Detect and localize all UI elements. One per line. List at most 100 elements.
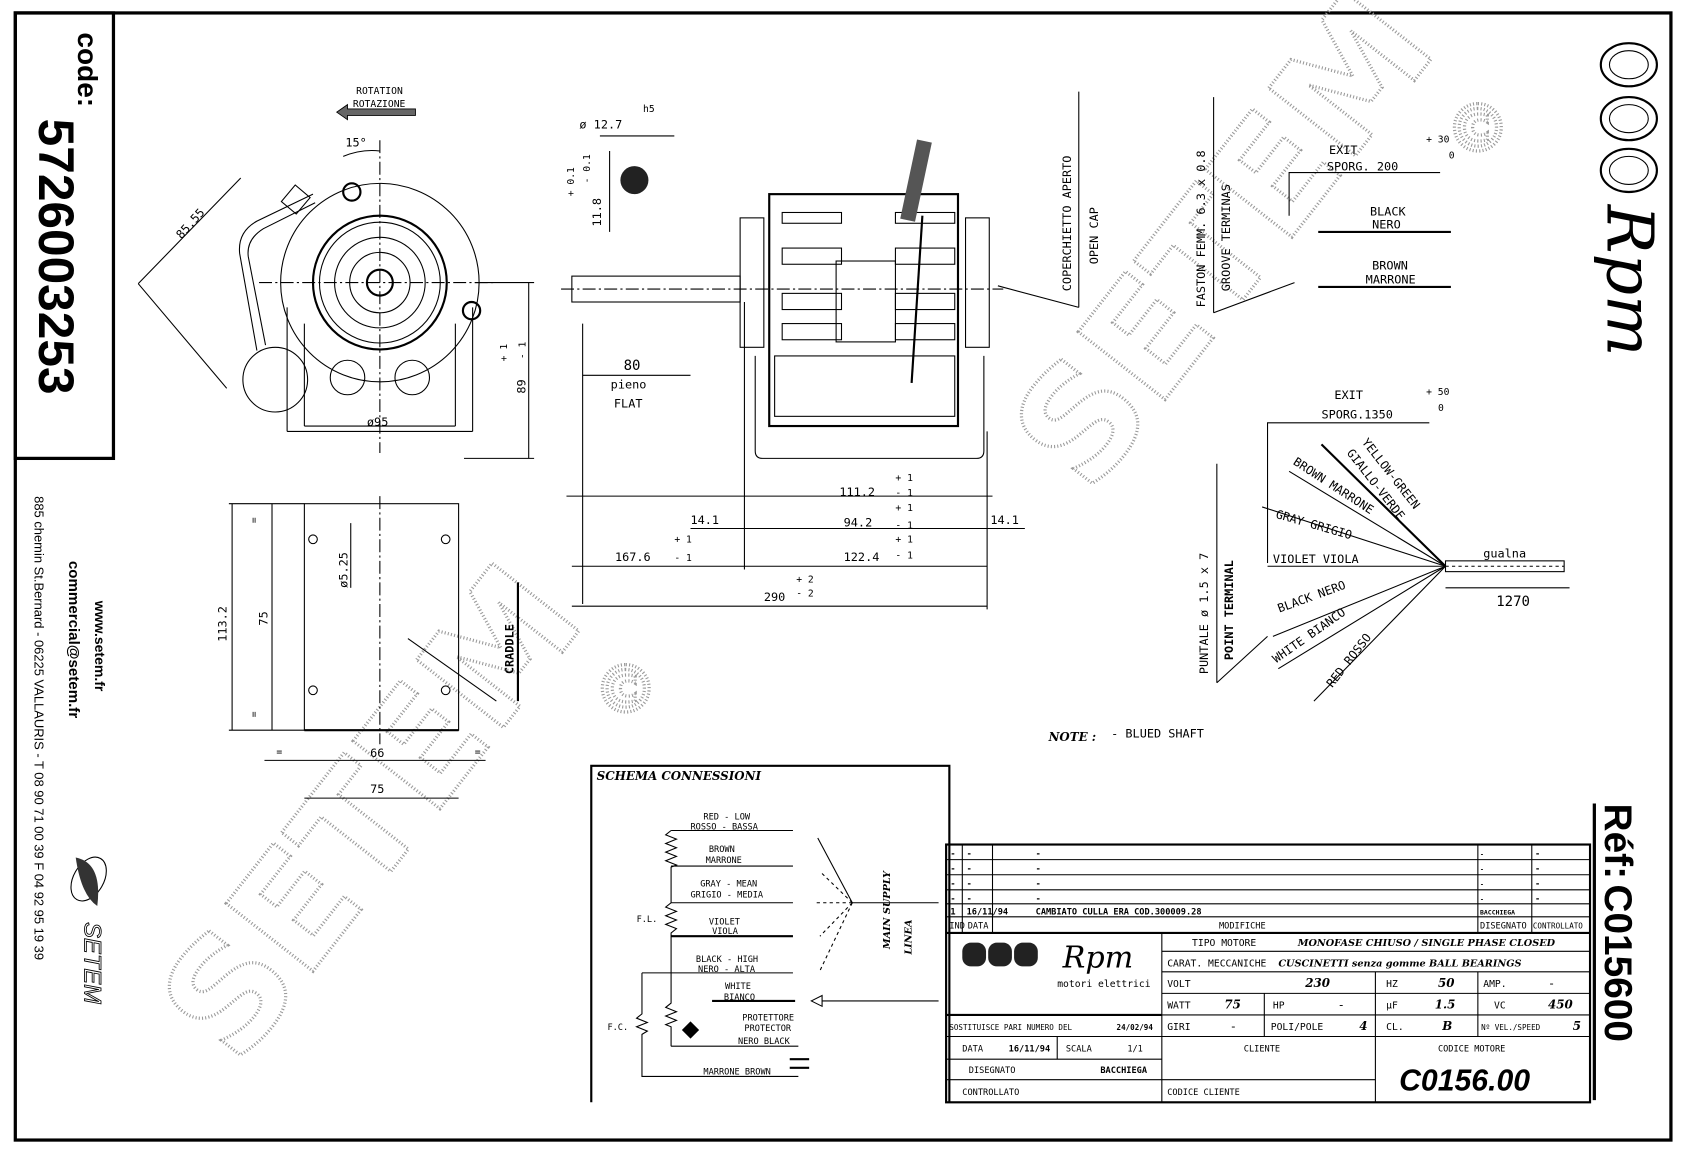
groove-label: GROOVE TERMINAS <box>1219 184 1233 291</box>
dim-hole-5-25: ø5.25 <box>337 552 351 588</box>
schema-fc-label: F.C. <box>607 1023 628 1033</box>
scala-value: 1/1 <box>1127 1045 1143 1055</box>
title-block-logo-sub: motori elettrici <box>1057 979 1150 990</box>
schema-line-3-en: GRAY - MEAN <box>700 880 757 890</box>
protector-label-it: PROTETTORE <box>742 1013 794 1023</box>
dim-94-tol-plus: + 1 <box>895 503 913 514</box>
dim-14-1-right: 14.1 <box>990 513 1019 527</box>
revision-data: - <box>967 864 972 874</box>
title-block-logo-text: Rpm <box>1062 940 1134 975</box>
wire-brown-en: BROWN <box>1372 259 1408 273</box>
codice-cliente-label: CODICE CLIENTE <box>1167 1088 1240 1098</box>
wire-black-en: BLACK <box>1370 205 1407 219</box>
revision-dis: - <box>1480 850 1484 858</box>
email-link[interactable]: commercial@setem.fr <box>65 561 82 718</box>
tipo-motore-value: MONOFASE CHIUSO / SINGLE PHASE CLOSED <box>1297 938 1556 949</box>
vc-value: 450 <box>1548 997 1574 1011</box>
header-modifiche: MODIFICHE <box>1219 922 1266 932</box>
setem-logo-text: SETEM <box>78 922 104 1004</box>
revision-ctrl: - <box>1535 895 1540 905</box>
volt-label: VOLT <box>1167 979 1190 990</box>
lead-violet-viola: VIOLET VIOLA <box>1273 552 1359 566</box>
protector-label-en: PROTECTOR <box>744 1024 791 1034</box>
dim-113-2: 113.2 <box>216 606 230 642</box>
puntale-label: PUNTALE ø 1.5 x 7 <box>1197 553 1211 674</box>
schema-line-1-it: ROSSO - BASSA <box>690 822 758 832</box>
dim-111-2: 111.2 <box>839 485 875 499</box>
website-link[interactable]: www.setem.fr <box>92 600 108 692</box>
dim-66: 66 <box>370 746 384 760</box>
carat-label: CARAT. MECCANICHE <box>1167 958 1266 969</box>
uf-label: µF <box>1386 1000 1398 1011</box>
shaft-section <box>620 166 649 195</box>
dim-111-tol-plus: + 1 <box>895 473 913 484</box>
revision-dis: - <box>1480 896 1484 904</box>
dim-14-1-left: 14.1 <box>690 513 719 527</box>
cliente-label: CLIENTE <box>1244 1045 1280 1055</box>
revision-row: ----- <box>950 864 1540 874</box>
disegnato-label: DISEGNATO <box>969 1066 1016 1076</box>
setem-logo: SETEM <box>70 856 107 1005</box>
revision-desc: CAMBIATO CULLA ERA COD.300009.28 <box>1036 908 1202 918</box>
linea-label: LINEA <box>904 919 915 956</box>
watermark-copyright-top: © <box>1446 92 1511 167</box>
header-disegnato: DISEGNATO <box>1480 922 1527 932</box>
title-block-fields: IND DATA MODIFICHE DISEGNATO CONTROLLATO… <box>949 922 1583 1098</box>
revision-data: - <box>967 880 972 890</box>
exit2-tol-minus: 0 <box>1438 403 1444 414</box>
side-view: ø 12.7 h5 11.8 + 0.1 - 0.1 80 pieno FLAT… <box>561 91 1101 610</box>
nero-black-label: NERO BLACK <box>738 1037 791 1047</box>
watt-value: 75 <box>1224 997 1241 1011</box>
revision-ctrl: - <box>1535 880 1540 890</box>
revision-ind: 1 <box>950 908 955 918</box>
marrone-brown-label: MARRONE BROWN <box>703 1067 770 1077</box>
dim-122-4: 122.4 <box>844 550 880 564</box>
revision-row: ----- <box>950 880 1540 890</box>
equal-mark-right: = <box>475 747 481 758</box>
revision-dis: - <box>1480 881 1484 889</box>
uf-value: 1.5 <box>1435 997 1456 1011</box>
speed-value: 5 <box>1573 1019 1581 1033</box>
exit1-tol-plus: + 30 <box>1426 134 1449 145</box>
revision-dis: BACCHIEGA <box>1480 909 1515 917</box>
schema-line-5-it: NERO - ALTA <box>698 965 756 975</box>
wire-brown-it: MARRONE <box>1366 273 1416 287</box>
giri-label: GIRI <box>1167 1022 1190 1033</box>
header-data: DATA <box>968 922 990 932</box>
exit1-value: SPORG. 200 <box>1327 159 1398 173</box>
cradle-view: 113.2 75 = = ø5.25 66 = = 75 CRADDLE <box>216 496 520 799</box>
schema-line-6-it: BIANCO <box>724 993 755 1003</box>
dim-94-tol-minus: - 1 <box>895 521 913 532</box>
drawing-border <box>13 11 1673 1142</box>
dim-height-89: 89 <box>514 379 528 393</box>
vc-label: VC <box>1494 1000 1506 1011</box>
ref-label: Réf: <box>1596 804 1639 879</box>
left-panel: code: 5726003253 www.setem.fr commercial… <box>13 11 116 1005</box>
revision-row: ----- <box>950 849 1540 859</box>
data-value: 16/11/94 <box>1009 1045 1050 1055</box>
exit2-value: SPORG.1350 <box>1321 407 1392 421</box>
flat-length: 80 <box>624 358 641 374</box>
hp-value: - <box>1338 997 1345 1011</box>
watermark-copyright-bottom: © <box>593 653 658 728</box>
poli-label: POLI/POLE <box>1271 1022 1324 1033</box>
schema-line-3-it: GRIGIO - MEDIA <box>690 890 763 900</box>
amp-value: - <box>1548 976 1555 990</box>
revision-dis: - <box>1480 865 1484 873</box>
sheath-length: 1270 <box>1496 594 1530 610</box>
volt-value: 230 <box>1304 976 1331 990</box>
schema-title: SCHEMA CONNESSIONI <box>597 769 762 783</box>
exit2-tol-plus: + 50 <box>1426 387 1449 398</box>
front-view: ROTATION ROTAZIONE 15° 85.55 ø95 89 + 1 … <box>137 86 535 459</box>
revision-desc: - <box>1036 880 1041 890</box>
rotation-label-en: ROTATION <box>356 86 403 97</box>
carat-value: CUSCINETTI senza gomme BALL BEARINGS <box>1278 958 1521 969</box>
dim-122-tol-minus: - 1 <box>895 551 913 562</box>
schema-fl-label: F.L. <box>637 915 658 925</box>
revision-data: - <box>967 849 972 859</box>
poli-value: 4 <box>1359 1019 1367 1033</box>
wire-black-it: NERO <box>1372 218 1401 232</box>
revision-desc: - <box>1036 895 1041 905</box>
dim-122-tol-plus: + 1 <box>895 535 913 546</box>
